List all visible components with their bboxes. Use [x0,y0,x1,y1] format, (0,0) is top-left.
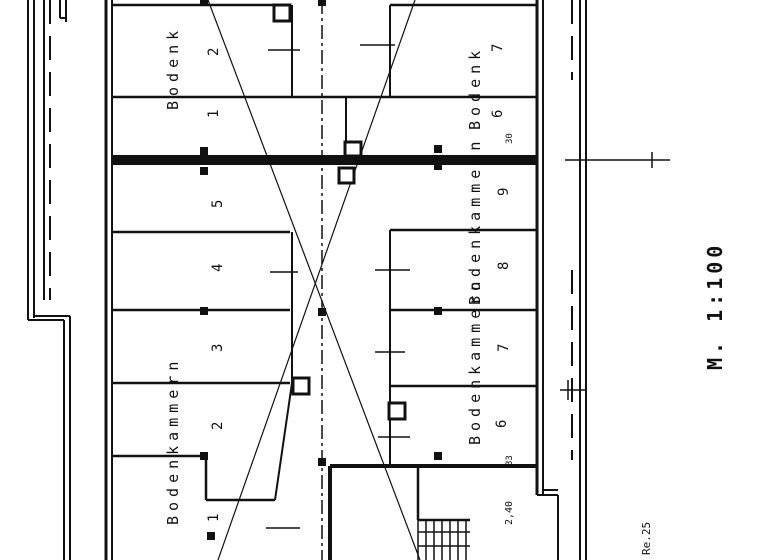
room-number: 3 [210,344,226,352]
dashed-lines [49,0,573,460]
room-number: 4 [210,264,226,272]
room-number: 8 [496,262,512,270]
room-number: 5 [210,200,226,208]
room-labels: Bodenk Bodenkammern Bodenk Bodenkammern … [164,26,484,525]
room-number: 2 [210,422,226,430]
scale-label: M. 1:100 [703,242,727,370]
corridor-walls [274,5,391,501]
wall-markers [200,0,442,540]
room-label-right-top: Bodenk [466,46,484,130]
room-number: 7 [496,344,512,352]
annotation-depth: 2,40 [504,501,515,525]
annotations: 30 33 2,40 Re.25 [504,133,653,555]
room-number: 1 [206,514,222,522]
dimension-ticks [266,44,670,529]
room-number: 2 [206,48,222,56]
stair [417,520,470,560]
room-label-left-top: Bodenk [164,26,182,110]
room-number: 9 [496,188,512,196]
room-number: 1 [206,110,222,118]
columns [272,3,407,421]
annotation-corner: Re.25 [640,522,653,555]
central-beam [112,155,537,165]
room-number: 6 [494,420,510,428]
diagonal-lines [207,0,421,560]
room-number: 6 [490,110,506,118]
partition-walls [112,3,537,560]
annotation-33: 33 [505,455,515,466]
outer-walls [27,0,587,560]
annotation-30: 30 [505,133,515,144]
room-numbers: 2 1 5 4 3 2 1 7 6 9 8 7 6 [206,44,512,522]
room-label-right-lower: Bodenkammern [466,277,484,445]
room-label-right-middle: Bodenkammern [466,137,484,305]
room-number: 7 [490,44,506,52]
room-label-left-main: Bodenkammern [164,357,182,525]
